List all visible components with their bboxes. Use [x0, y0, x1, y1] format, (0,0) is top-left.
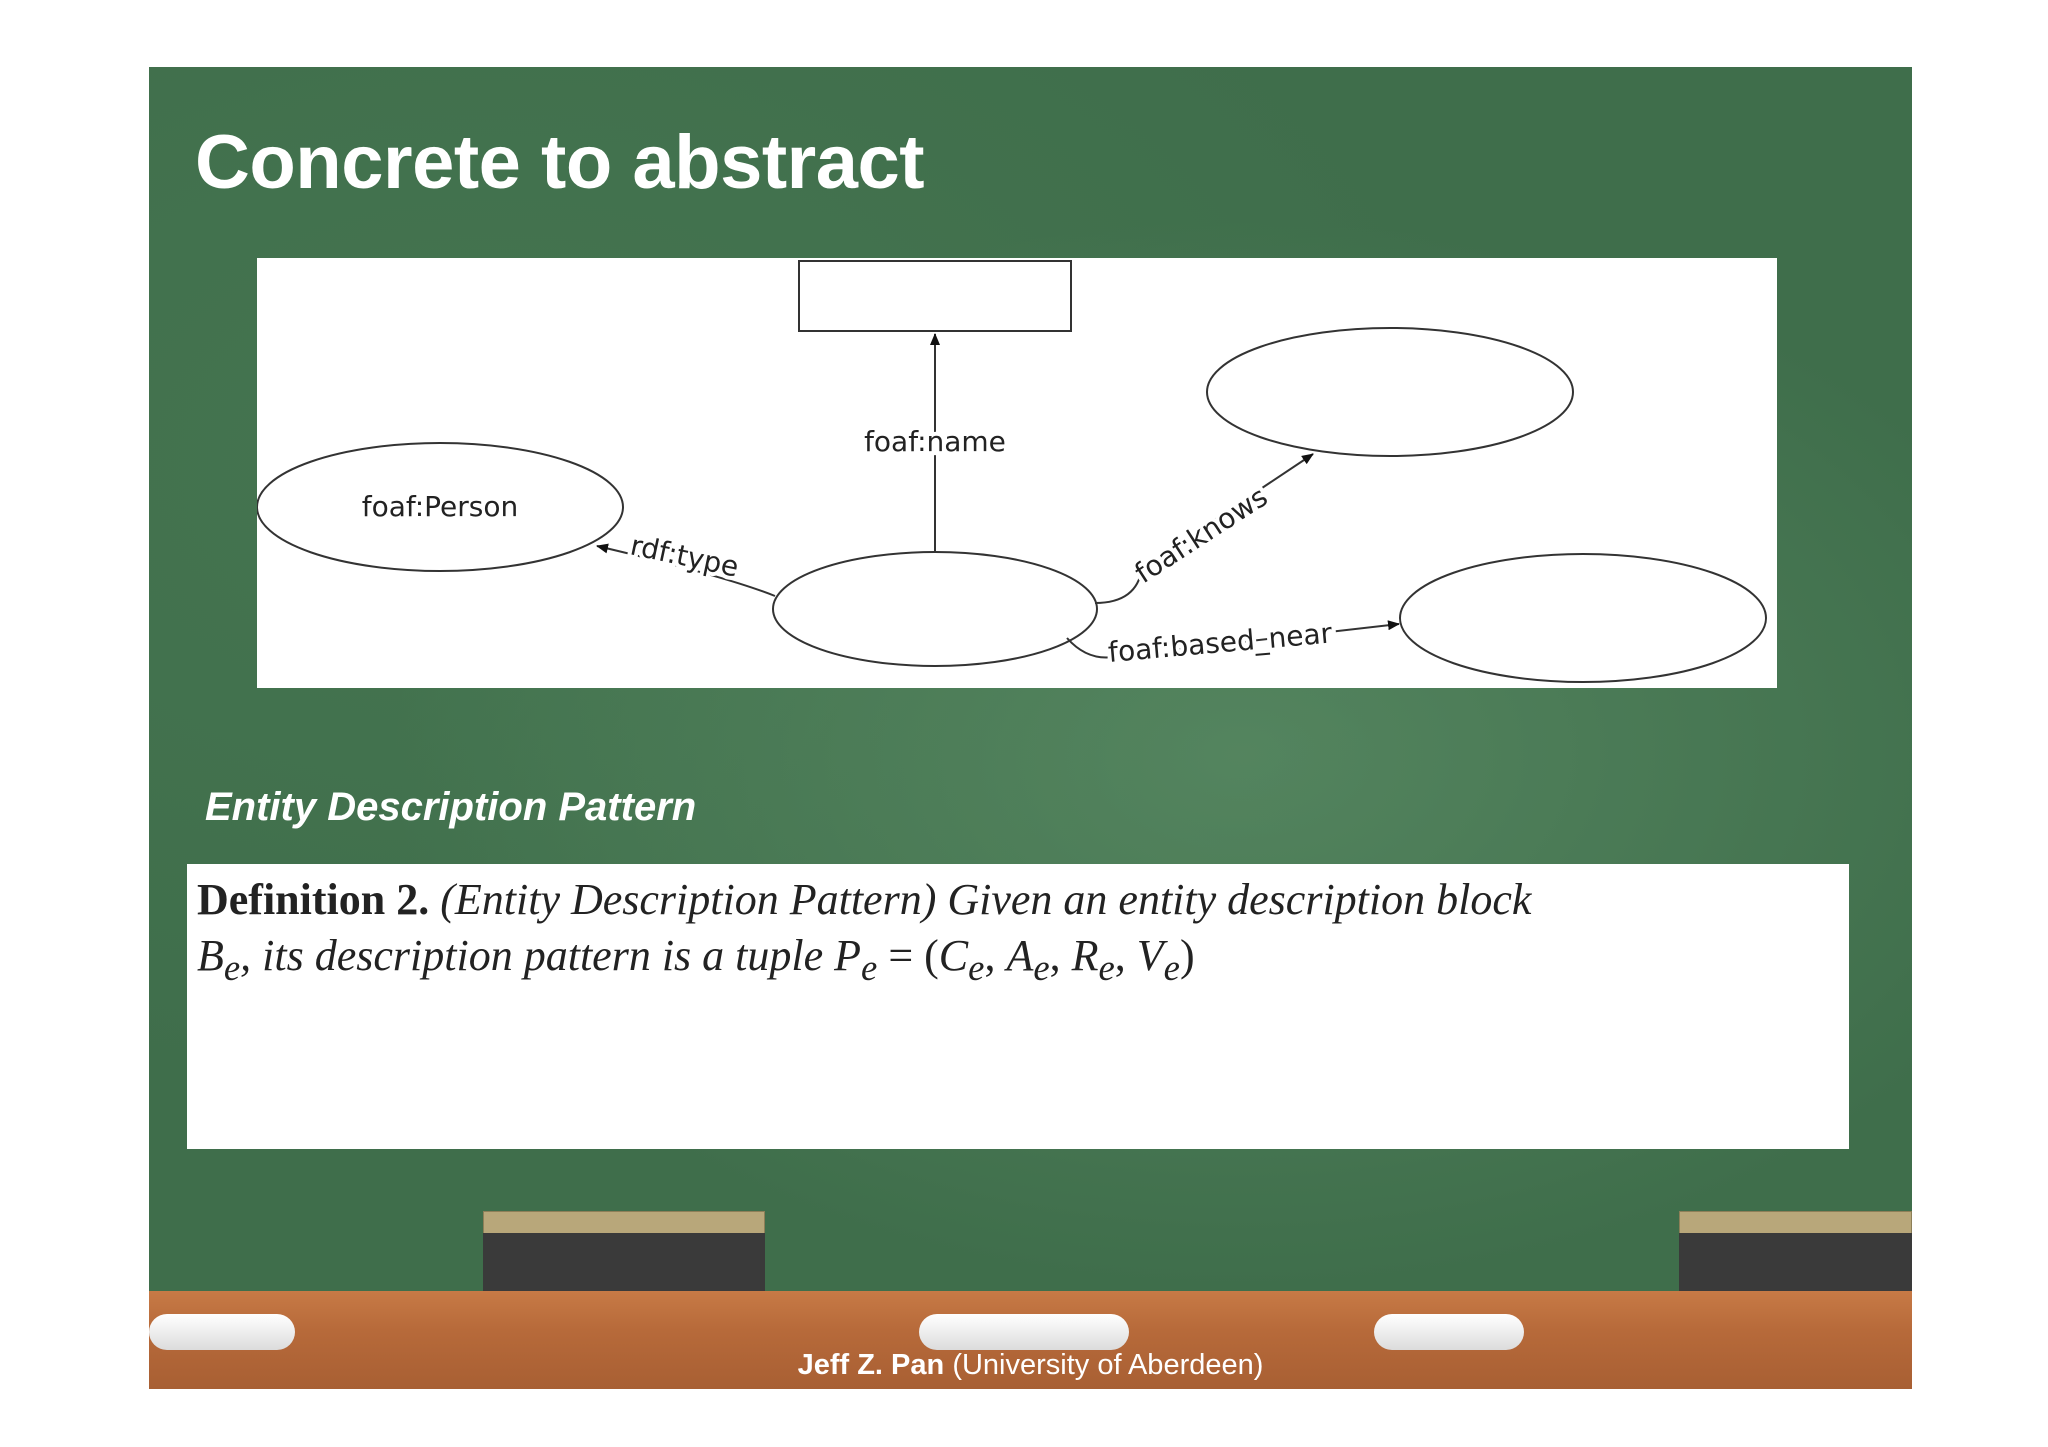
math-comma: , [1114, 931, 1137, 980]
literal-node [798, 260, 1072, 332]
edge-based-near [1066, 620, 1400, 659]
slide: Concrete to abstract foaf:Person foaf:na… [149, 67, 1912, 1389]
math-a: A [1006, 931, 1034, 980]
math-sub-e: e [861, 946, 878, 988]
math-r: R [1071, 931, 1099, 980]
edge-knows [1094, 453, 1314, 604]
math-v: V [1136, 931, 1164, 980]
footer-author: Jeff Z. Pan [797, 1349, 945, 1381]
slide-title: Concrete to abstract [195, 120, 925, 205]
math-close: ) [1179, 931, 1195, 980]
math-sub-e: e [1098, 946, 1115, 988]
edge-based-near-label: foaf:based_near [1107, 616, 1334, 668]
chalk-piece-2 [919, 1314, 1129, 1350]
math-sub-e: e [968, 946, 985, 988]
math-comma: , [1049, 931, 1072, 980]
location-node [1399, 553, 1767, 683]
math-equals: = ( [877, 931, 939, 980]
math-b: B [197, 931, 224, 980]
rdf-graph: foaf:Person foaf:name rdf:type foaf:know… [257, 260, 1767, 683]
definition-line-1: Definition 2. (Entity Description Patter… [197, 874, 1531, 925]
definition-box: Definition 2. (Entity Description Patter… [187, 864, 1849, 1149]
entity-node [772, 551, 1098, 667]
chalk-piece-1 [149, 1314, 295, 1350]
edge-name-label: foaf:name [864, 425, 1006, 458]
edge-type [596, 543, 776, 597]
known-entity-node [1206, 327, 1574, 457]
definition-text-2: , its description pattern is a tuple [240, 931, 835, 980]
math-c: C [938, 931, 969, 980]
definition-text-1: (Entity Description Pattern) Given an en… [440, 875, 1532, 924]
math-sub-e: e [1163, 946, 1180, 988]
math-sub-e: e [223, 946, 241, 988]
footer: Jeff Z. Pan (University of Aberdeen) [149, 1349, 1912, 1382]
footer-affiliation: (University of Aberdeen) [952, 1349, 1264, 1381]
definition-line-2: Be, its description pattern is a tuple P… [197, 930, 1195, 989]
math-comma: , [984, 931, 1007, 980]
person-node [257, 442, 624, 572]
edge-type-label: rdf:type [628, 529, 742, 584]
edge-knows-label: foaf:knows [1129, 480, 1274, 590]
person-node-label: foaf:Person [362, 490, 519, 523]
rdf-diagram: foaf:Person foaf:name rdf:type foaf:know… [257, 258, 1777, 688]
definition-heading: Definition 2. [197, 875, 430, 924]
chalk-piece-3 [1374, 1314, 1524, 1350]
section-subtitle: Entity Description Pattern [205, 785, 697, 829]
math-sub-e: e [1033, 946, 1050, 988]
math-p: P [834, 931, 862, 980]
